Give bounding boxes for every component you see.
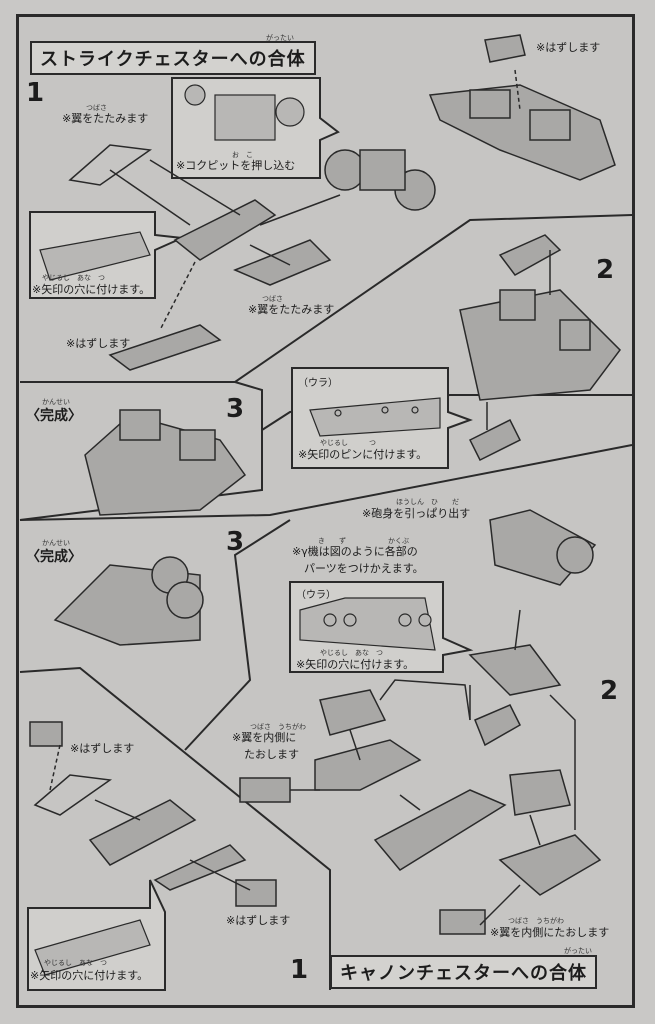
remove-note-2: ※はずします: [66, 337, 131, 350]
divider-lower: [19, 666, 331, 990]
step-3-top: 3: [226, 394, 245, 424]
step-1-top: 1: [26, 78, 45, 108]
attach-hole-b-furigana: やじるし あな つ: [320, 649, 383, 657]
title-cannon-chester: キャノンチェスターへの合体: [330, 955, 597, 989]
fold-wing-2-note: ※翼をたたみます: [248, 303, 335, 316]
step-3-bottom: 3: [226, 527, 245, 557]
wing-inward-2-note: ※翼を内側にたおします: [490, 926, 610, 939]
step-1-bottom: 1: [290, 955, 309, 985]
step-2-top: 2: [596, 255, 615, 285]
title-top-furigana: がったい: [266, 34, 294, 42]
attach-hole-b-note: ※矢印の穴に付けます。: [296, 658, 415, 671]
complete-1-furigana: かんせい: [42, 398, 70, 406]
gamma-note-line1: ※γ機は図のように各部の: [292, 545, 418, 558]
attach-pin-furigana: やじるし つ: [320, 439, 376, 447]
pull-barrel-note: ※砲身を引っぱり出す: [362, 507, 471, 520]
attach-pin-note: ※矢印のピンに付けます。: [298, 448, 428, 461]
divider-top: [20, 214, 633, 383]
remove-bottom-2: ※はずします: [226, 914, 291, 927]
pull-barrel-furigana: ほうしん ひ だ: [396, 498, 459, 506]
gamma-note-line2: パーツをつけかえます。: [304, 562, 424, 575]
remove-note-1: ※はずします: [536, 41, 601, 54]
divider-mid2: [19, 444, 633, 521]
divider-step3-lower: [184, 519, 291, 751]
wing-inward-2-furigana: つばさ うちがわ: [508, 917, 564, 925]
attach-hole-1-note: ※矢印の穴に付けます。: [32, 283, 151, 296]
cockpit-furigana: お こ: [232, 151, 253, 159]
ura-label-1: （ウラ）: [298, 378, 338, 389]
complete-label-2: 〈完成〉: [26, 549, 82, 565]
fold-wing-1-note: ※翼をたたみます: [62, 112, 149, 125]
remove-bottom-1: ※はずします: [70, 742, 135, 755]
fold-wing-1-furigana: つばさ: [86, 104, 107, 112]
wing-inward-1a-note: ※翼を内側に: [232, 731, 297, 744]
wing-inward-1-furigana: つばさ うちがわ: [250, 723, 306, 731]
step-2-bottom: 2: [600, 676, 619, 706]
attach-hole-2-note: ※矢印の穴に付けます。: [30, 969, 149, 982]
title-strike-chester: ストライクチェスターへの合体: [30, 41, 316, 75]
ura-label-2: （ウラ）: [296, 590, 336, 601]
title-bottom-furigana: がったい: [564, 947, 592, 955]
attach-hole-2-furigana: やじるし あな つ: [44, 959, 107, 967]
complete-label-1: 〈完成〉: [26, 408, 82, 424]
attach-hole-1-furigana: やじるし あな つ: [42, 274, 105, 282]
small-part-top: [484, 34, 526, 63]
fold-wing-2-furigana: つばさ: [262, 295, 283, 303]
ship-top-right: [428, 84, 616, 181]
complete-2-furigana: かんせい: [42, 539, 70, 547]
cockpit-note: ※コクピットを押し込む: [176, 159, 296, 172]
gamma-furigana: き ず かくぶ: [318, 537, 409, 545]
wing-inward-1b-note: たおします: [244, 748, 299, 761]
